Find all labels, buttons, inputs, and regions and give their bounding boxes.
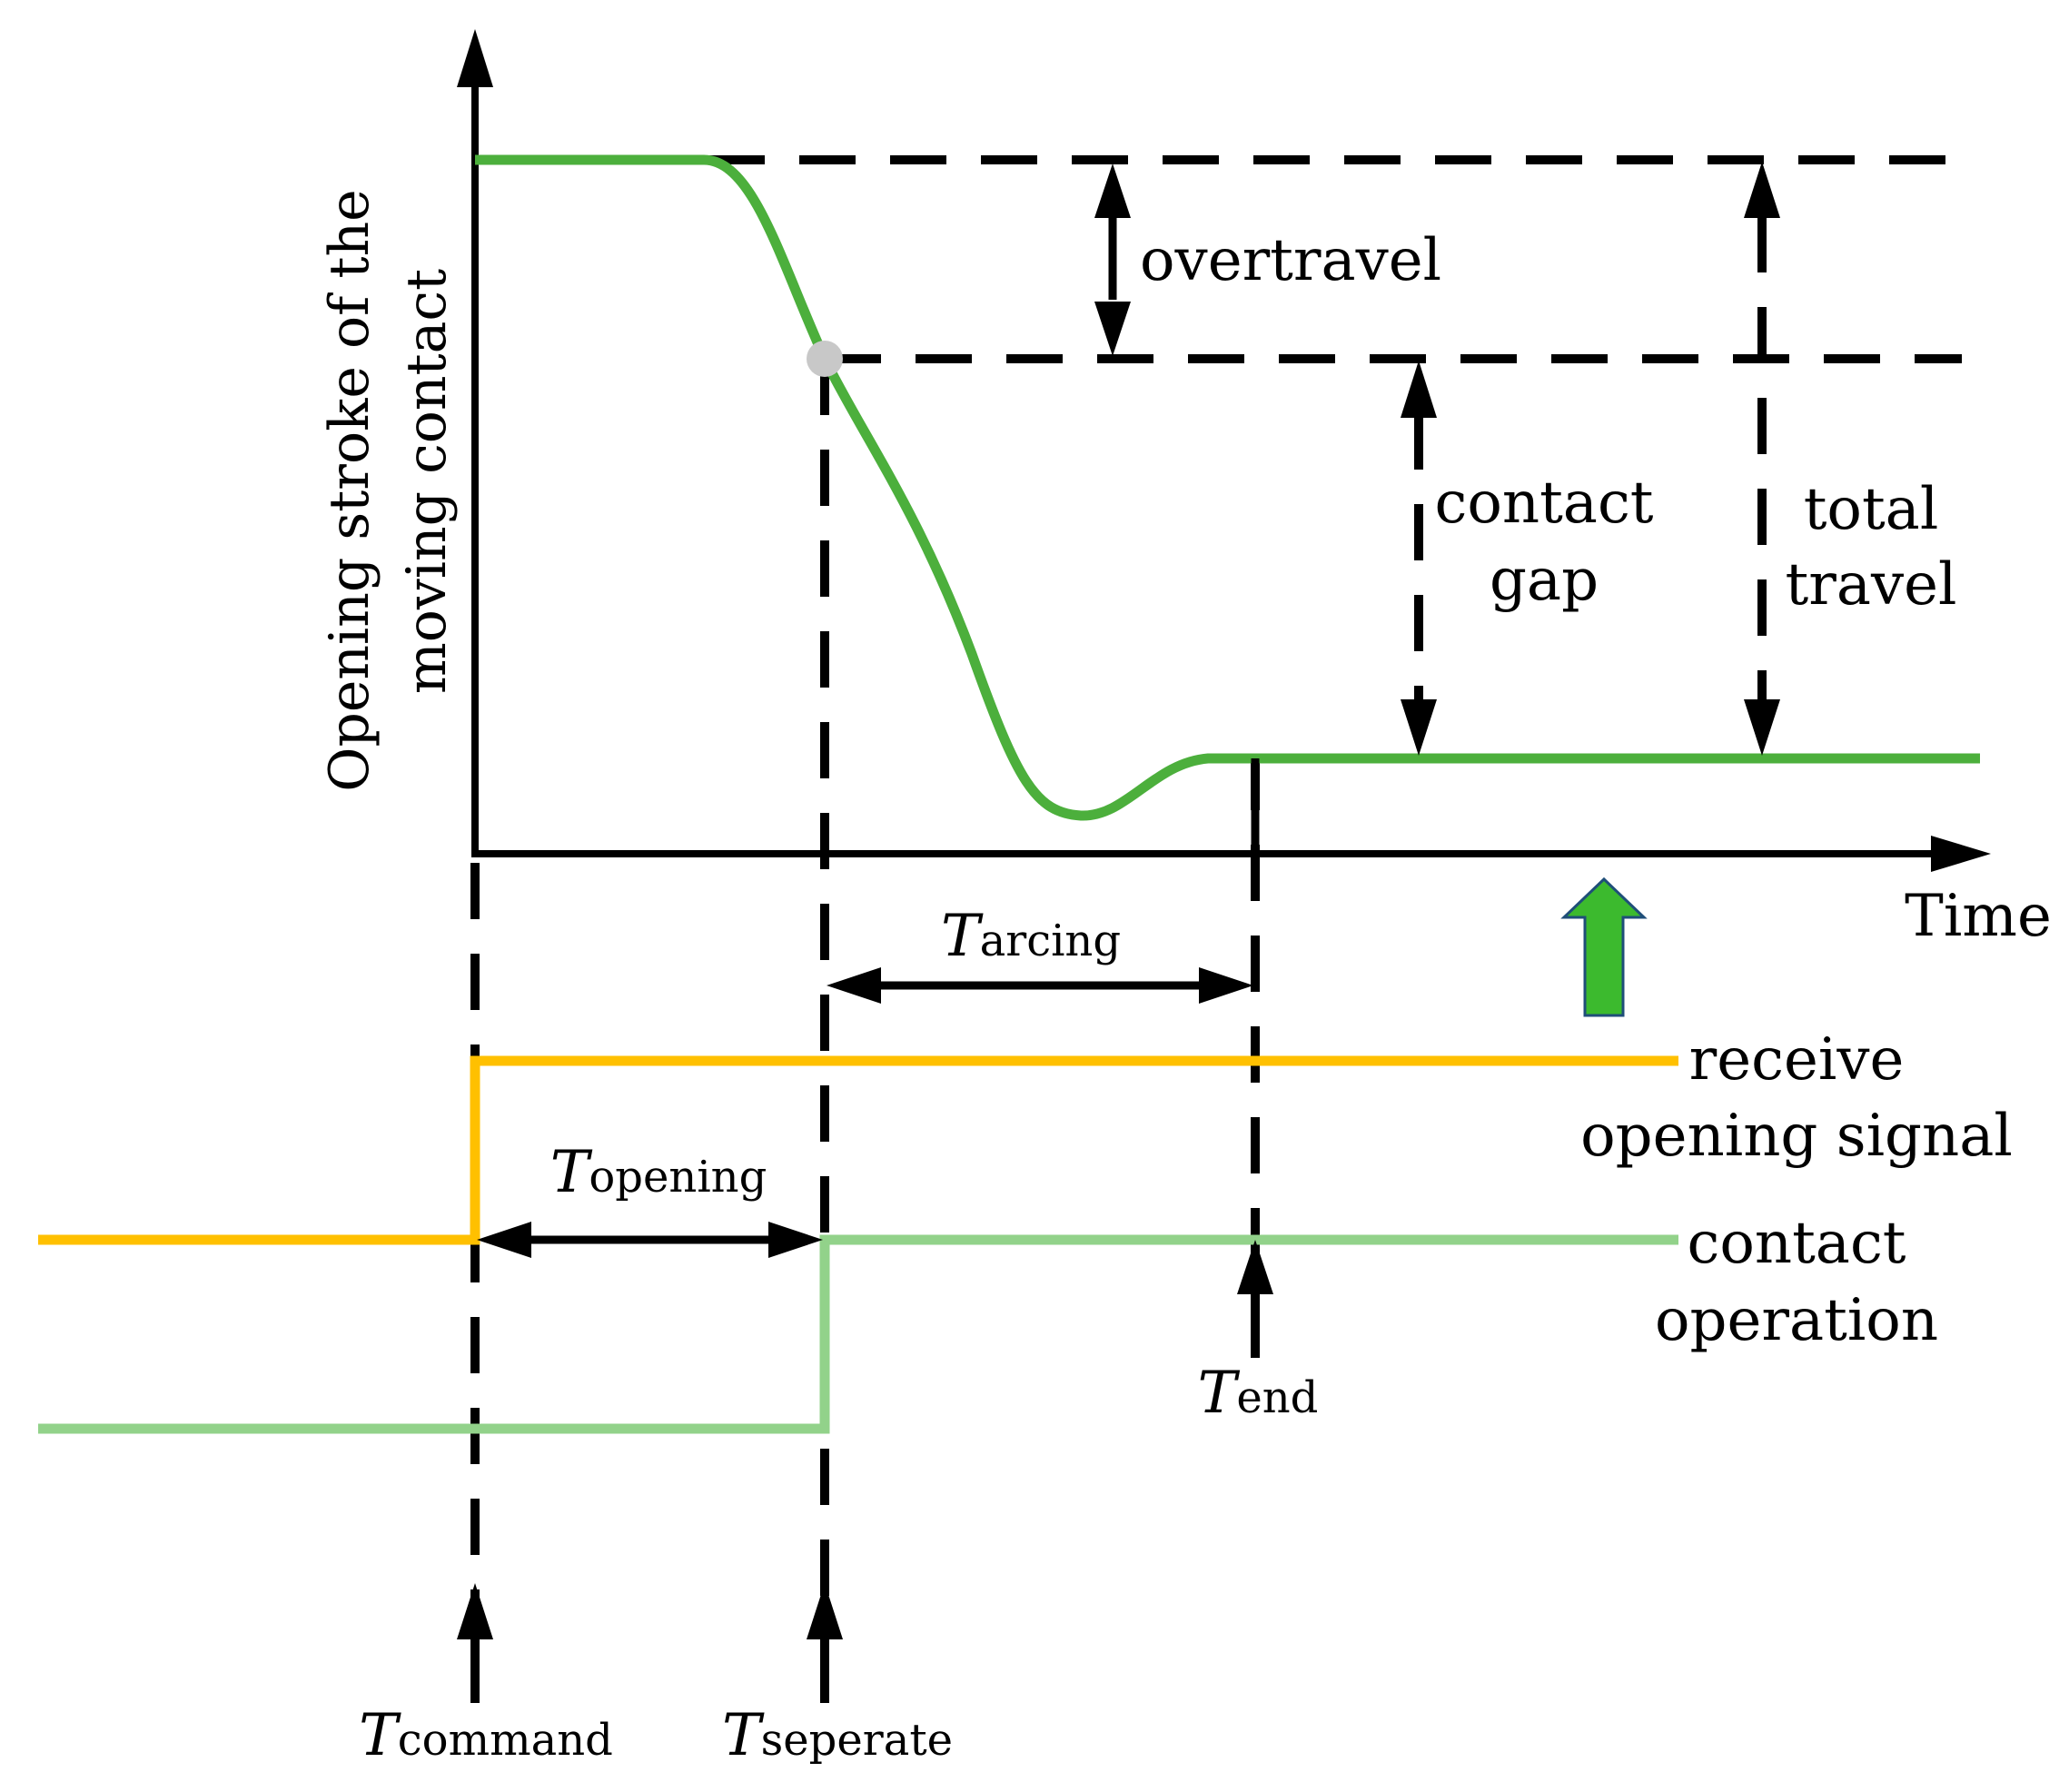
contact-operation-line: [38, 1234, 1678, 1434]
overtravel-label: overtravel: [1140, 227, 1441, 294]
y-axis-arrowhead: [457, 29, 493, 87]
contact-gap-label-line2: gap: [1490, 547, 1599, 614]
contact-gap-arrow: [1401, 361, 1437, 756]
opening-time-label: Topening: [550, 1139, 767, 1206]
command-time-label: Tcommand: [359, 1702, 613, 1769]
contact-operation-label-line2: operation: [1655, 1287, 1938, 1354]
command-pointer-arrow: [457, 1583, 493, 1703]
total-travel-arrow: [1744, 162, 1780, 756]
opening-interval-arrow: [477, 1222, 823, 1258]
end-pointer-arrow: [1237, 1240, 1273, 1358]
opening-stroke-curve: [475, 154, 1980, 821]
green-up-arrow-icon: [1560, 876, 1648, 1017]
total-travel-label-line2: travel: [1786, 551, 1957, 619]
overtravel-arrow: [1094, 163, 1131, 356]
contact-gap-label-line1: contact: [1434, 470, 1653, 537]
axes: [457, 29, 1991, 872]
receive-signal-label-line1: receive: [1689, 1026, 1905, 1094]
total-travel-label-line1: total: [1804, 476, 1939, 543]
arcing-time-label: Tarcing: [941, 903, 1121, 970]
seperate-time-label: Tseperate: [722, 1702, 953, 1769]
contact-operation-label-line1: contact: [1687, 1210, 1906, 1277]
signals: [38, 1055, 1678, 1434]
y-axis-label: Opening stroke of the moving contact: [318, 189, 459, 791]
reference-lines: [708, 155, 1962, 363]
receive-opening-signal-line: [38, 1055, 1678, 1245]
end-time-label: Tend: [1198, 1360, 1319, 1427]
seperate-pointer-arrow: [807, 1583, 843, 1703]
separation-point: [807, 341, 843, 377]
x-axis-label: Time: [1905, 883, 2052, 950]
y-axis-label-line1: Opening stroke of the: [318, 189, 381, 791]
receive-signal-label-line2: opening signal: [1580, 1103, 2013, 1170]
x-axis-arrowhead: [1931, 836, 1991, 872]
y-axis-label-line2: moving contact: [395, 269, 459, 694]
arcing-interval-arrow: [827, 967, 1253, 1004]
